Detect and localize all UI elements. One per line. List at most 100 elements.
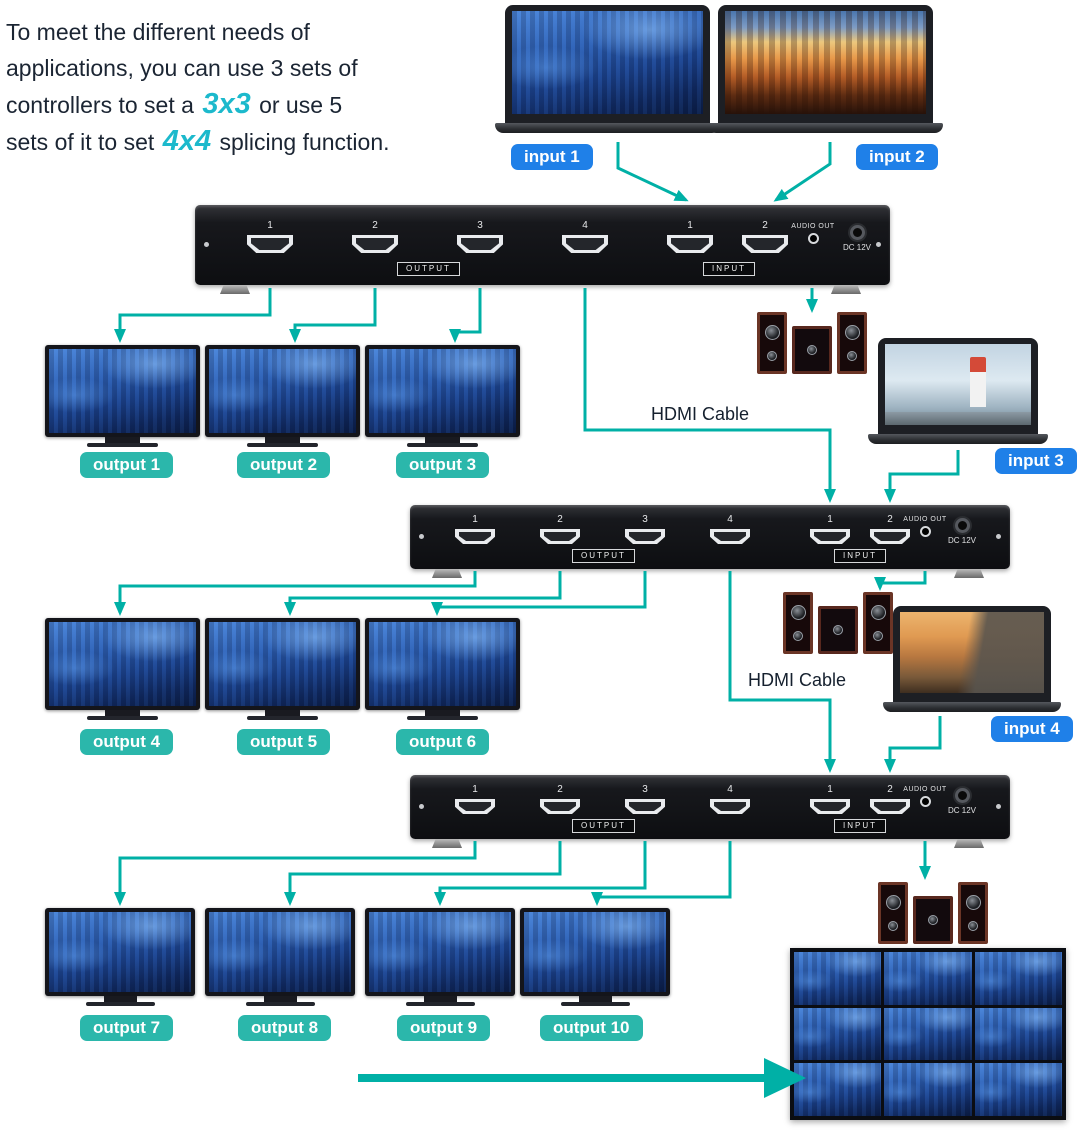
hdmi-port-icon <box>455 799 495 814</box>
city-photo <box>524 912 666 992</box>
laptop-screen <box>505 5 710 123</box>
device-foot <box>432 839 462 848</box>
hdmi-controller-3: 1 2 3 4 1 2 OUTPUT INPUT AUDIO OUT DC 12… <box>410 775 1010 848</box>
audio-out-label: AUDIO OUT <box>903 516 947 523</box>
dc-power: DC 12V <box>940 518 984 545</box>
flow-arrow-to-videowall <box>358 1058 806 1098</box>
cable-device1-out3-to-monitor3 <box>449 288 482 343</box>
input-port-1: 1 <box>810 785 850 814</box>
port-number: 4 <box>582 220 588 231</box>
cable-device3-out2-to-monitor8 <box>284 841 562 906</box>
dc-label: DC 12V <box>842 243 871 252</box>
city-photo <box>209 622 356 706</box>
tv-frame <box>45 908 195 996</box>
cable-input3-to-device2 <box>884 450 960 503</box>
video-wall-panel <box>974 1007 1062 1061</box>
hdmi-port-icon <box>352 235 398 253</box>
video-wall-panel <box>974 952 1062 1005</box>
right-speaker <box>863 592 893 654</box>
intro-text: To meet the different needs of applicati… <box>6 14 496 160</box>
input-group-label: INPUT <box>834 549 886 563</box>
tv-base <box>405 1002 475 1006</box>
speaker-driver-icon <box>870 605 886 621</box>
video-wall-panel <box>884 1007 972 1061</box>
city-photo <box>369 912 511 992</box>
output-8-badge: output 8 <box>238 1015 332 1041</box>
output-3-badge: output 3 <box>396 452 490 478</box>
output-port-2: 2 <box>540 785 580 814</box>
tv-stand <box>265 437 300 443</box>
speaker-driver-icon <box>965 895 981 911</box>
screw-icon <box>419 804 424 809</box>
input-port-1: 1 <box>667 221 713 253</box>
city-photo <box>512 11 703 114</box>
device-foot <box>831 285 861 294</box>
screw-icon <box>996 804 1001 809</box>
output-10-badge: output 10 <box>540 1015 643 1041</box>
hdmi-cable-label-2: HDMI Cable <box>748 670 847 690</box>
tv-frame <box>205 345 360 437</box>
output-monitor-3 <box>365 345 520 447</box>
output-monitor-6 <box>365 618 520 720</box>
dc-label: DC 12V <box>947 536 976 545</box>
device-foot <box>432 569 462 578</box>
input-group-label: INPUT <box>834 819 886 833</box>
port-number: 4 <box>727 514 733 525</box>
video-wall-panel <box>794 1007 882 1061</box>
left-speaker <box>783 592 813 654</box>
screw-icon <box>996 534 1001 539</box>
highlight-3x3: 3x3 <box>202 88 251 120</box>
speaker-driver-icon <box>833 625 843 635</box>
port-number: 3 <box>477 220 483 231</box>
tv-stand <box>263 996 297 1002</box>
left-speaker <box>878 882 908 944</box>
port-number: 3 <box>642 784 648 795</box>
dc-power: DC 12V <box>940 788 984 815</box>
port-number: 3 <box>642 514 648 525</box>
port-number: 2 <box>557 784 563 795</box>
output-6-badge: output 6 <box>396 729 490 755</box>
output-monitor-2 <box>205 345 360 447</box>
output-monitor-7 <box>45 908 195 1006</box>
tv-base <box>246 716 319 720</box>
port-number: 2 <box>557 514 563 525</box>
output-7-badge: output 7 <box>80 1015 174 1041</box>
hdmi-controller-2: 1 2 3 4 1 2 OUTPUT INPUT AUDIO OUT DC 12… <box>410 505 1010 578</box>
output-group-label: OUTPUT <box>572 549 635 563</box>
cable-device2-out1-to-monitor4 <box>114 571 477 616</box>
tv-frame <box>365 908 515 996</box>
port-number: 1 <box>267 220 273 231</box>
output-port-4: 4 <box>710 515 750 544</box>
highlight-4x4: 4x4 <box>162 125 212 157</box>
port-number: 1 <box>472 514 478 525</box>
audio-out: AUDIO OUT <box>903 516 947 537</box>
input-port-2: 2 <box>870 785 910 814</box>
port-number: 1 <box>827 784 833 795</box>
tv-base <box>246 443 319 447</box>
port-number: 4 <box>727 784 733 795</box>
hdmi-port-icon <box>625 529 665 544</box>
hdmi-port-icon <box>540 529 580 544</box>
hdmi-port-icon <box>810 529 850 544</box>
input-1-badge: input 1 <box>511 144 593 170</box>
speaker-set-3 <box>878 882 988 944</box>
speaker-driver-icon <box>885 895 901 911</box>
city-photo <box>209 912 351 992</box>
port-number: 2 <box>372 220 378 231</box>
output-port-4: 4 <box>710 785 750 814</box>
tv-frame <box>205 908 355 996</box>
tv-base <box>85 1002 155 1006</box>
cable-input2-to-device1 <box>773 142 832 202</box>
city-photo <box>369 349 516 433</box>
tv-frame <box>45 345 200 437</box>
output-monitor-4 <box>45 618 200 720</box>
city-photo <box>49 622 196 706</box>
tv-stand <box>578 996 612 1002</box>
hdmi-controller-1: 1 2 3 4 1 2 OUTPUT INPUT AUDIO OUT DC 12… <box>195 205 890 294</box>
port-number: 1 <box>827 514 833 525</box>
hdmi-port-icon <box>710 799 750 814</box>
tv-stand <box>105 437 140 443</box>
audio-out-label: AUDIO OUT <box>903 786 947 793</box>
screw-icon <box>419 534 424 539</box>
